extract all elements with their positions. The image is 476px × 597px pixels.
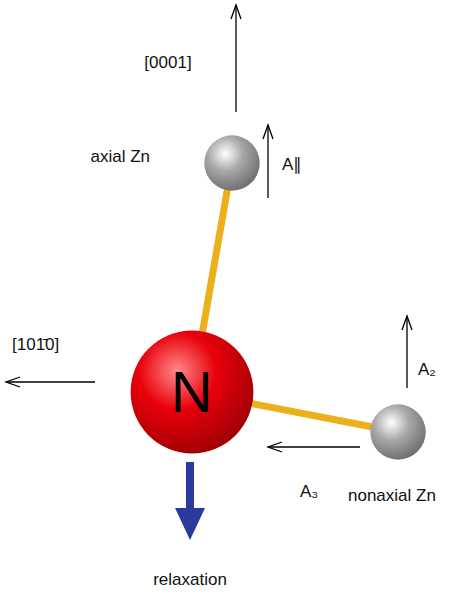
relaxation-label: relaxation [153, 570, 227, 590]
bond-line [251, 403, 373, 427]
sphere [131, 331, 254, 454]
arrow-head [263, 125, 273, 139]
axis-arrow [6, 381, 95, 382]
field-arrow [267, 125, 268, 198]
sphere [204, 135, 259, 190]
zinc-atom: nonaxial Zn [370, 404, 426, 460]
sphere-shape [370, 404, 426, 460]
bond-line [202, 189, 227, 333]
hyperfine-label: A∥ [282, 155, 302, 175]
hyperfine-label: A₂ [418, 360, 436, 380]
field-arrow [268, 446, 360, 447]
field-arrow [406, 316, 407, 388]
relaxation-arrow [186, 462, 194, 512]
axis-label: [101̄0] [12, 335, 59, 355]
zinc-atom: axial Zn [204, 135, 260, 191]
arrow-head [268, 442, 282, 452]
atom-symbol: N [171, 357, 213, 427]
sphere-shape [204, 135, 260, 191]
atom-label: nonaxial Zn [348, 486, 436, 506]
nitrogen-atom: N [130, 330, 254, 454]
atom-label: axial Zn [90, 147, 150, 167]
axis-arrow [235, 5, 236, 112]
arrow-head [6, 377, 20, 387]
arrow-head [402, 316, 412, 330]
sphere [370, 404, 425, 459]
hyperfine-label: A₃ [300, 482, 318, 502]
arrow-head [231, 5, 241, 19]
arrow-head [175, 508, 205, 540]
axis-label: [0001] [144, 53, 191, 73]
